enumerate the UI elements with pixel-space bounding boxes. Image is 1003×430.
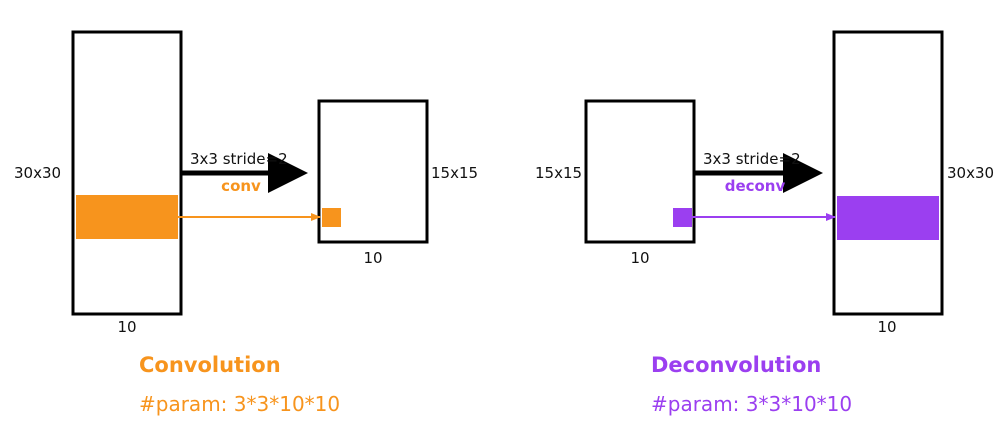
convolution-section: 30x30 10 15x15 10 3x3 stride=2 conv Conv… (14, 30, 478, 416)
deconv-output-size-label: 30x30 (947, 164, 994, 182)
conv-output-pixel (322, 208, 341, 227)
deconv-input-channels-label: 10 (630, 249, 649, 267)
conv-output-channels-label: 10 (363, 249, 382, 267)
conv-param-count: #param: 3*3*10*10 (139, 392, 340, 416)
deconv-output-region (837, 196, 939, 240)
deconv-title: Deconvolution (651, 353, 821, 377)
conv-input-size-label: 30x30 (14, 164, 61, 182)
deconv-kernel-label: 3x3 stride=2 (703, 150, 801, 168)
deconv-input-pixel (673, 208, 692, 227)
deconv-output-tensor (832, 30, 944, 316)
deconv-input-size-label: 15x15 (535, 164, 582, 182)
conv-input-tensor (71, 30, 183, 316)
conv-op-label: conv (221, 177, 261, 195)
deconv-output-channels-label: 10 (877, 318, 896, 336)
deconv-op-label: deconv (725, 177, 786, 195)
deconvolution-section: 15x15 10 30x30 10 3x3 stride=2 deconv De… (535, 30, 994, 416)
conv-title: Convolution (139, 353, 281, 377)
conv-input-channels-label: 10 (117, 318, 136, 336)
conv-input-receptive-field (76, 195, 178, 239)
conv-kernel-label: 3x3 stride=2 (190, 150, 288, 168)
conv-output-size-label: 15x15 (431, 164, 478, 182)
deconv-param-count: #param: 3*3*10*10 (651, 392, 852, 416)
